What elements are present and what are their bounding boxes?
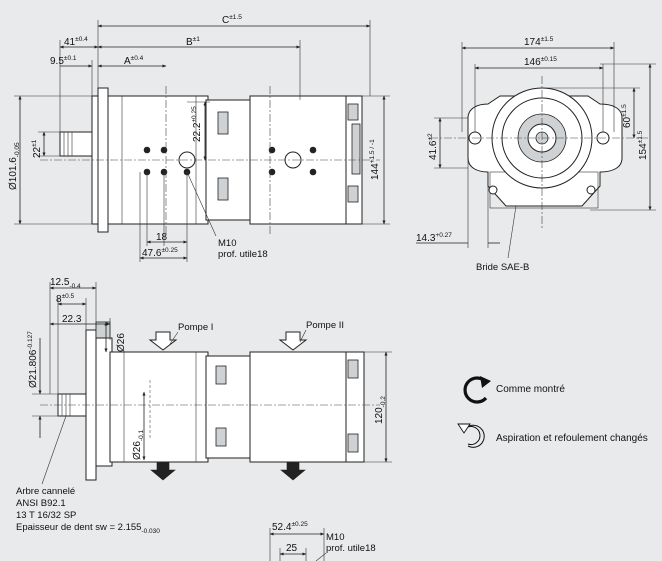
- side-view: 174±1.5 146±0.15 60±1.5 154±1.5 41.6±2 1…: [416, 36, 656, 273]
- front-thread-note-line1: M10: [218, 238, 236, 249]
- dim-154: 154±1.5: [637, 130, 649, 160]
- dim-41: 41±0.4: [64, 36, 88, 48]
- front-thread-note-line2: prof. utile18: [218, 249, 268, 260]
- bottom-pump-2-body: [249, 351, 351, 463]
- dim-60: 60±1.5: [621, 104, 633, 128]
- detail-thread-note-line1: M10: [326, 532, 344, 543]
- detail-thread-note-line2: prof. utile18: [326, 543, 376, 554]
- dim-174: 174±1.5: [524, 36, 554, 48]
- dim-dia-26: Ø26: [116, 333, 127, 352]
- bottom-view: Pompe I Pompe II 12.5-0.4 8±0.5 22.3 Ø26…: [16, 277, 392, 535]
- dim-dia-101-6: Ø101.6-0.05: [8, 142, 21, 190]
- dim-dia-21-806: Ø21.806-0.127: [27, 331, 39, 388]
- bottom-pump-1-body: [109, 351, 209, 463]
- dim-120: 120-0.2: [374, 396, 387, 424]
- legend-ccw-label: Aspiration et refoulement changés: [496, 433, 648, 444]
- rotation-ccw-icon: [457, 423, 485, 448]
- dim-14-3: 14.3+0.27: [416, 232, 452, 244]
- dim-22: 22±1: [31, 139, 43, 158]
- shaft-note-line3: 13 T 16/32 SP: [16, 510, 76, 521]
- pump-1-inlet-arrow-icon: [148, 331, 178, 351]
- detail-view: 52.4±0.25 25 M10 prof. utile18: [269, 521, 376, 561]
- dim-144: 144+1.5 / -1: [369, 139, 381, 180]
- dim-a: A±0.4: [124, 55, 144, 67]
- shaft-note-line4: Epaisseur de dent sw = 2.155-0.030: [16, 522, 160, 535]
- legend-cw-label: Comme montré: [496, 384, 565, 395]
- pump-1-outlet-arrow-icon: [150, 461, 176, 481]
- dim-dia-26-inner: Ø26-0.1: [132, 430, 145, 460]
- dim-25: 25: [286, 543, 298, 554]
- pompe-1-label: Pompe I: [178, 322, 213, 333]
- dim-41-6: 41.6±2: [427, 133, 439, 160]
- rotation-legend: Comme montré Aspiration et refoulement c…: [457, 376, 648, 448]
- dim-18: 18: [156, 232, 168, 243]
- pompe-2-label: Pompe II: [306, 320, 344, 331]
- dim-146: 146±0.15: [524, 56, 557, 68]
- dim-9-5: 9.5±0.1: [50, 55, 77, 67]
- bottom-middle-section: [205, 355, 253, 459]
- dim-22-2: 22.2±0.25: [191, 106, 203, 142]
- pump-2-outlet-arrow-icon: [280, 461, 306, 481]
- dim-b: B±1: [186, 36, 200, 48]
- shaft-note-line2: ANSI B92.1: [16, 498, 66, 509]
- front-view: C±1.5 B±1 41±0.4 9.5±0.1 A±0.4 Ø101.6-0.…: [8, 14, 390, 262]
- shaft-note-line1: Arbre cannelé: [16, 486, 75, 497]
- dim-22-3: 22.3: [62, 314, 82, 325]
- dim-52-4: 52.4±0.25: [272, 521, 308, 533]
- pump-2-inlet-arrow-icon: [278, 331, 308, 351]
- dim-c: C±1.5: [222, 14, 242, 26]
- dim-47-6: 47.6±0.25: [142, 247, 178, 259]
- rotation-cw-icon: [463, 376, 491, 404]
- dim-12-5: 12.5-0.4: [50, 277, 81, 290]
- bride-label: Bride SAE-B: [476, 262, 529, 273]
- dim-8: 8±0.5: [56, 293, 75, 305]
